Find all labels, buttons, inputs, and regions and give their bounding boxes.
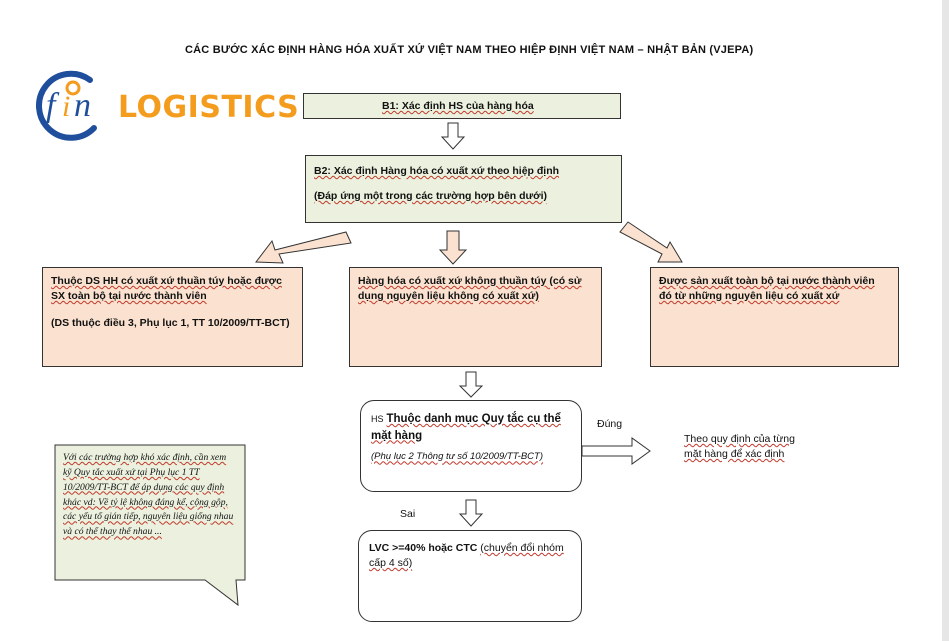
case-left-box: Thuộc DS HH có xuất xứ thuần túy hoặc đư… xyxy=(42,267,303,367)
logo-text: LOGISTICS xyxy=(118,90,300,125)
hs-rule-main: HS Thuộc danh mục Quy tắc cụ thể mặt hàn… xyxy=(371,411,571,444)
arrow-down-mid xyxy=(438,230,468,265)
step1-box: B1: Xác định HS của hàng hóa xyxy=(303,93,621,119)
note-callout-shape xyxy=(54,444,246,607)
case-left-line1: Thuộc DS HH có xuất xứ thuần túy hoặc đư… xyxy=(51,275,282,303)
note-callout: Với các trường hợp khó xác định, cần xem… xyxy=(55,445,245,593)
case-left-line2: (DS thuộc điều 3, Phụ lục 1, TT 10/2009/… xyxy=(51,317,290,330)
arrow-down-hs xyxy=(458,371,484,398)
hs-main-text: Thuộc danh mục Quy tắc cụ thể mặt hàng xyxy=(371,413,561,442)
svg-text:n: n xyxy=(74,87,91,124)
case-right-text: Được sản xuất toàn bộ tại nước thành viê… xyxy=(659,275,875,303)
arrow-down-lvc xyxy=(458,499,484,527)
case-right-box: Được sản xuất toàn bộ tại nước thành viê… xyxy=(650,267,899,367)
label-no: Sai xyxy=(400,508,416,520)
lvc-normal: (chuyển đổi nhóm cấp 4 số) xyxy=(369,542,564,570)
case-mid-text: Hàng hóa có xuất xứ không thuần túy (có … xyxy=(358,275,582,303)
page-edge xyxy=(942,0,949,641)
step2-box: B2: Xác định Hàng hóa có xuất xứ theo hi… xyxy=(305,155,622,223)
step2-line1: B2: Xác định Hàng hóa có xuất xứ theo hi… xyxy=(314,165,560,177)
step1-label: B1: Xác định HS của hàng hóa xyxy=(382,100,534,112)
svg-text:i: i xyxy=(62,90,70,123)
label-yes: Đúng xyxy=(597,418,623,430)
yes-result-text: Theo quy định của từng mặt hàng để xác đ… xyxy=(684,433,795,461)
step2-line2: (Đáp ứng một trong các trường hợp bên dư… xyxy=(314,190,548,203)
fin-logistics-logo: f i n LOGISTICS xyxy=(28,66,299,146)
note-text: Với các trường hợp khó xác định, cần xem… xyxy=(63,452,234,538)
case-mid-box: Hàng hóa có xuất xứ không thuần túy (có … xyxy=(349,267,602,367)
lvc-bold: LVC >=40% hoặc CTC xyxy=(369,542,478,554)
arrow-right-yes xyxy=(581,437,651,465)
hs-rule-box: HS Thuộc danh mục Quy tắc cụ thể mặt hàn… xyxy=(360,400,582,492)
hs-prefix: HS xyxy=(371,414,384,424)
arrow-down-b1 xyxy=(440,122,466,150)
arrow-diag-left xyxy=(255,231,352,264)
hs-ref-text: (Phụ lục 2 Thông tư số 10/2009/TT-BCT) xyxy=(371,451,544,463)
diagram-title: CÁC BƯỚC XÁC ĐỊNH HÀNG HÓA XUẤT XỨ VIỆT … xyxy=(185,44,754,56)
logo-ring-icon: f i n xyxy=(36,70,97,141)
lvc-box: LVC >=40% hoặc CTC (chuyển đổi nhóm cấp … xyxy=(358,530,582,622)
arrow-diag-right xyxy=(619,221,683,263)
